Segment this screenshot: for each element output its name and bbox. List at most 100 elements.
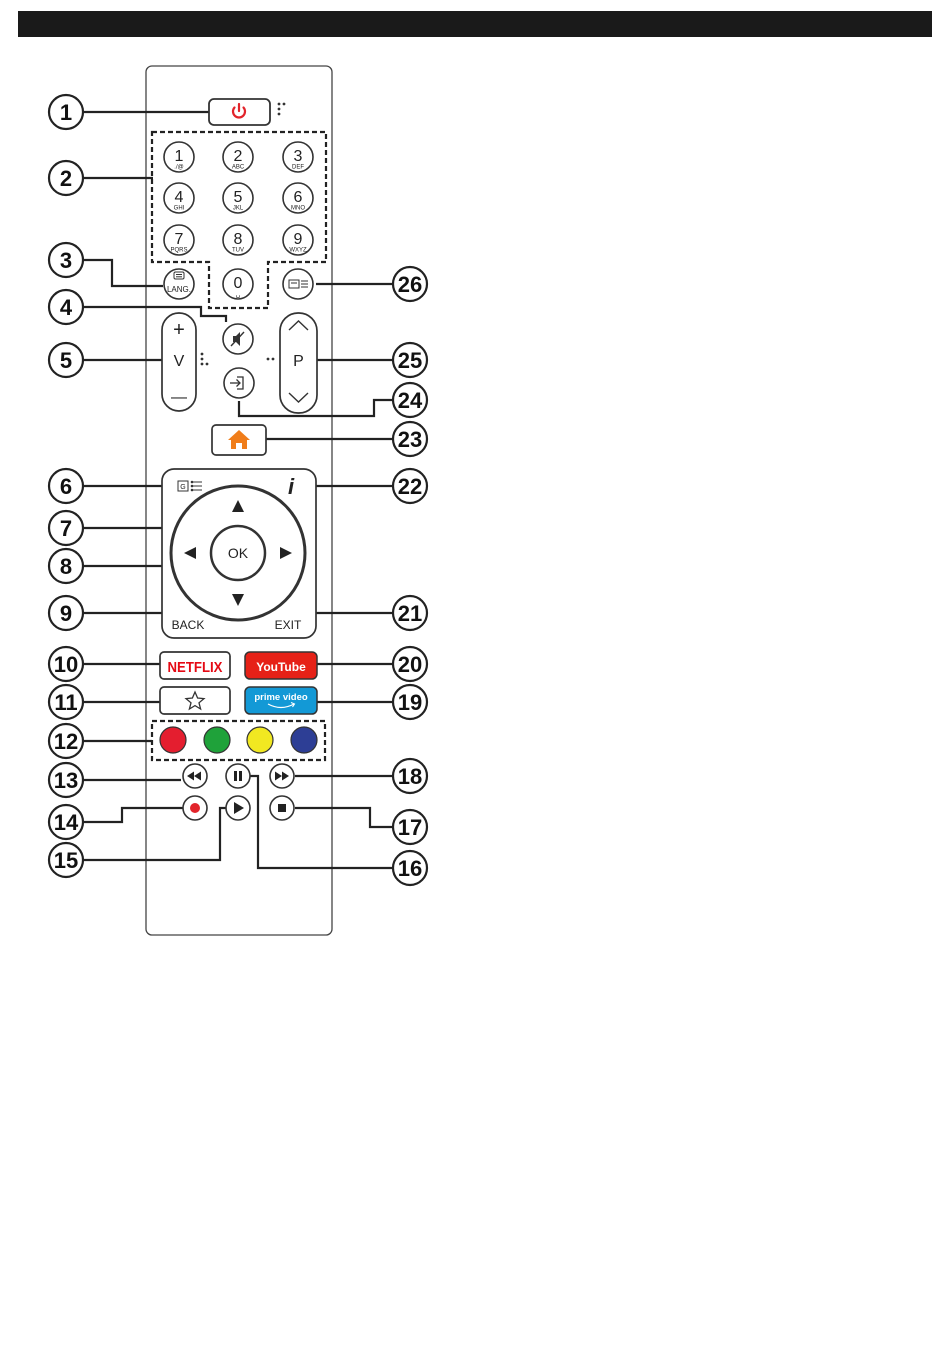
key-3-letters: DEF	[292, 165, 304, 171]
key-9-digit: 9	[294, 231, 303, 248]
youtube-button[interactable]: YouTube	[245, 652, 317, 679]
callout-10-label: 10	[54, 652, 78, 677]
netflix-logo: NETFLIX	[168, 658, 223, 675]
callout-11: 11	[49, 685, 83, 719]
callout-19: 19	[393, 685, 427, 719]
callout-24: 24	[393, 383, 427, 417]
callout-22: 22	[393, 469, 427, 503]
callout-12-label: 12	[54, 729, 78, 754]
callout-5: 5	[49, 343, 83, 377]
key-5-letters: JKL	[233, 206, 244, 212]
key-0-digit: 0	[234, 275, 243, 292]
callout-15-label: 15	[54, 848, 78, 873]
callout-7: 7	[49, 511, 83, 545]
callout-8: 8	[49, 549, 83, 583]
source-button[interactable]	[224, 368, 254, 398]
callout-23: 23	[393, 422, 427, 456]
key-6-letters: MNO	[291, 206, 305, 212]
key-8[interactable]: 8 TUV	[223, 225, 253, 255]
callout-9-label: 9	[60, 601, 72, 626]
lang-button[interactable]: LANG.	[164, 269, 194, 299]
callout-2: 2	[49, 161, 83, 195]
prime-video-logo: prime video	[254, 692, 308, 703]
power-button[interactable]	[209, 99, 270, 125]
key-7[interactable]: 7 PQRS	[164, 225, 194, 255]
home-button[interactable]	[212, 425, 266, 455]
yellow-key[interactable]	[247, 727, 273, 753]
key-6[interactable]: 6 MNO	[283, 183, 313, 213]
callout-3-label: 3	[60, 248, 72, 273]
favourites-button[interactable]	[160, 687, 230, 714]
key-2-digit: 2	[234, 148, 243, 165]
callout-17-label: 17	[398, 815, 422, 840]
youtube-logo: YouTube	[256, 660, 306, 674]
pause-button[interactable]	[226, 764, 250, 788]
key-3[interactable]: 3 DEF	[283, 142, 313, 172]
callout-14-label: 14	[54, 810, 79, 835]
key-2-letters: ABC	[232, 165, 245, 171]
guide-glyph: G	[180, 484, 185, 491]
callout-13-label: 13	[54, 768, 78, 793]
volume-rocker[interactable]: + V —	[162, 313, 196, 411]
callout-26: 26	[393, 267, 427, 301]
key-9[interactable]: 9 WXYZ	[283, 225, 313, 255]
callout-8-label: 8	[60, 554, 72, 579]
callout-24-label: 24	[398, 388, 423, 413]
record-button[interactable]	[183, 796, 207, 820]
program-label: P	[293, 353, 304, 370]
ok-label: OK	[228, 545, 249, 561]
stop-button[interactable]	[270, 796, 294, 820]
callout-18-label: 18	[398, 764, 422, 789]
callout-6-label: 6	[60, 474, 72, 499]
callout-1-label: 1	[60, 100, 72, 125]
lang-label: LANG.	[167, 285, 191, 294]
callout-3: 3	[49, 243, 83, 277]
teletext-button[interactable]	[283, 269, 313, 299]
callout-22-label: 22	[398, 474, 422, 499]
stop-icon	[278, 804, 286, 812]
ok-button[interactable]: OK	[211, 526, 265, 580]
callout-15: 15	[49, 843, 83, 877]
fast-forward-button[interactable]	[270, 764, 294, 788]
callout-4: 4	[49, 290, 83, 324]
callout-21-label: 21	[398, 601, 422, 626]
red-key[interactable]	[160, 727, 186, 753]
key-2[interactable]: 2 ABC	[223, 142, 253, 172]
back-button[interactable]: BACK	[172, 618, 205, 632]
callout-19-label: 19	[398, 690, 422, 715]
callout-12: 12	[49, 724, 83, 758]
callout-23-label: 23	[398, 427, 422, 452]
key-7-letters: PQRS	[170, 248, 187, 254]
key-3-digit: 3	[294, 148, 303, 165]
callout-9: 9	[49, 596, 83, 630]
key-5[interactable]: 5 JKL	[223, 183, 253, 213]
key-1[interactable]: 1 ./@	[164, 142, 194, 172]
callout-26-label: 26	[398, 272, 422, 297]
key-0[interactable]: 0 ␣	[223, 269, 253, 299]
key-4-digit: 4	[175, 189, 184, 206]
mute-button[interactable]	[223, 324, 253, 354]
key-9-letters: WXYZ	[289, 248, 307, 254]
callout-20: 20	[393, 647, 427, 681]
key-5-digit: 5	[234, 189, 243, 206]
program-rocker[interactable]: P	[280, 313, 317, 413]
blue-key[interactable]	[291, 727, 317, 753]
key-4[interactable]: 4 GHI	[164, 183, 194, 213]
exit-button[interactable]: EXIT	[275, 618, 302, 632]
callout-11-label: 11	[54, 690, 77, 715]
info-button[interactable]: i	[288, 474, 295, 499]
navigation-cluster: OK G i BACK EXIT	[162, 469, 316, 638]
key-8-digit: 8	[234, 231, 243, 248]
record-icon	[190, 803, 200, 813]
callout-4-label: 4	[60, 295, 73, 320]
callout-25: 25	[393, 343, 427, 377]
key-0-space: ␣	[236, 291, 240, 298]
play-button[interactable]	[226, 796, 250, 820]
rewind-button[interactable]	[183, 764, 207, 788]
green-key[interactable]	[204, 727, 230, 753]
prime-video-button[interactable]: prime video	[245, 687, 317, 714]
volume-down-label: —	[171, 389, 187, 406]
callout-16: 16	[393, 851, 427, 885]
netflix-button[interactable]: NETFLIX	[160, 652, 230, 679]
callout-16-label: 16	[398, 856, 422, 881]
